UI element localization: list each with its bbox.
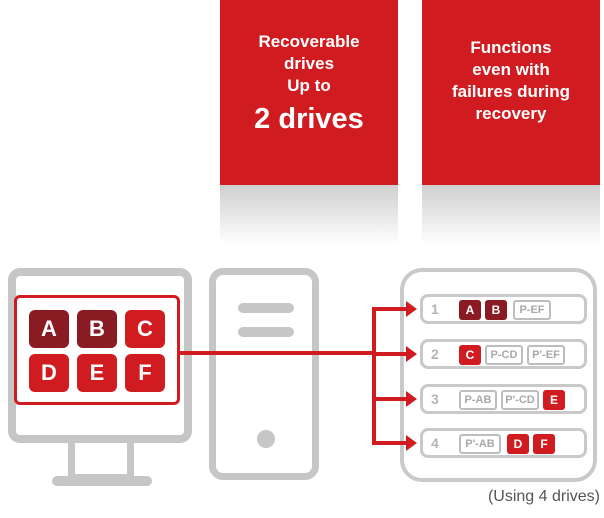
arrowhead-icon xyxy=(406,346,417,362)
server-tower-icon xyxy=(209,268,319,480)
branch-line-3 xyxy=(372,397,408,401)
branch-line-1 xyxy=(372,307,408,311)
drive3-parity-ab: P-AB xyxy=(459,390,497,410)
panel2-line2: even with xyxy=(472,60,550,79)
tower-power-led xyxy=(257,430,275,448)
drive4-chunk-f: F xyxy=(533,434,555,454)
drive-count-caption: (Using 4 drives) xyxy=(487,488,600,505)
drive2-chunk-c: C xyxy=(459,345,481,365)
drive-number: 1 xyxy=(431,301,439,317)
data-block-c: C xyxy=(125,310,165,348)
drive-number: 4 xyxy=(431,435,439,451)
recoverable-drives-panel: Recoverable drives Up to 2 drives xyxy=(220,0,398,245)
drive-number: 3 xyxy=(431,391,439,407)
vertical-bus-line xyxy=(372,307,376,445)
drive1-parity-ef: P-EF xyxy=(513,300,551,320)
drive-row-2: 2 C P-CD P'-EF xyxy=(420,339,587,369)
drive1-chunk-a: A xyxy=(459,300,481,320)
drive2-parity-prime-ef: P'-EF xyxy=(527,345,565,365)
drive-row-1: 1 A B P-EF xyxy=(420,294,587,324)
drive3-chunk-e: E xyxy=(543,390,565,410)
monitor-stand-base xyxy=(52,476,152,486)
functions-during-failure-panel: Functions even with failures during reco… xyxy=(422,0,600,245)
tower-slot-2 xyxy=(238,327,294,337)
panel2-shadow xyxy=(422,185,600,245)
drive1-chunk-b: B xyxy=(485,300,507,320)
data-block-e: E xyxy=(77,354,117,392)
data-block-f: F xyxy=(125,354,165,392)
source-data-frame: A B C D E F xyxy=(14,295,180,405)
branch-line-2 xyxy=(372,352,408,356)
main-connector-line xyxy=(180,351,375,355)
panel2-line3: failures during xyxy=(451,82,571,101)
panel2-line4: recovery xyxy=(475,104,547,123)
drive4-parity-prime-ab: P'-AB xyxy=(459,434,501,454)
branch-line-4 xyxy=(372,441,408,445)
arrowhead-icon xyxy=(406,301,417,317)
drive3-parity-prime-cd: P'-CD xyxy=(501,390,539,410)
drive2-parity-cd: P-CD xyxy=(485,345,523,365)
panel1-shadow xyxy=(220,185,398,245)
drive-number: 2 xyxy=(431,346,439,362)
panel1-line3: Up to xyxy=(287,76,331,95)
data-block-d: D xyxy=(29,354,69,392)
data-block-a: A xyxy=(29,310,69,348)
tower-slot-1 xyxy=(238,303,294,313)
panel2-line1: Functions xyxy=(470,38,552,57)
panel1-line1: Recoverable xyxy=(258,32,360,51)
panel1-line2: drives xyxy=(283,54,335,73)
arrowhead-icon xyxy=(406,435,417,451)
drive4-chunk-d: D xyxy=(507,434,529,454)
panel1-highlight: 2 drives xyxy=(254,103,364,135)
drive-row-3: 3 P-AB P'-CD E xyxy=(420,384,587,414)
data-block-b: B xyxy=(77,310,117,348)
drive-row-4: 4 P'-AB D F xyxy=(420,428,587,458)
arrowhead-icon xyxy=(406,391,417,407)
